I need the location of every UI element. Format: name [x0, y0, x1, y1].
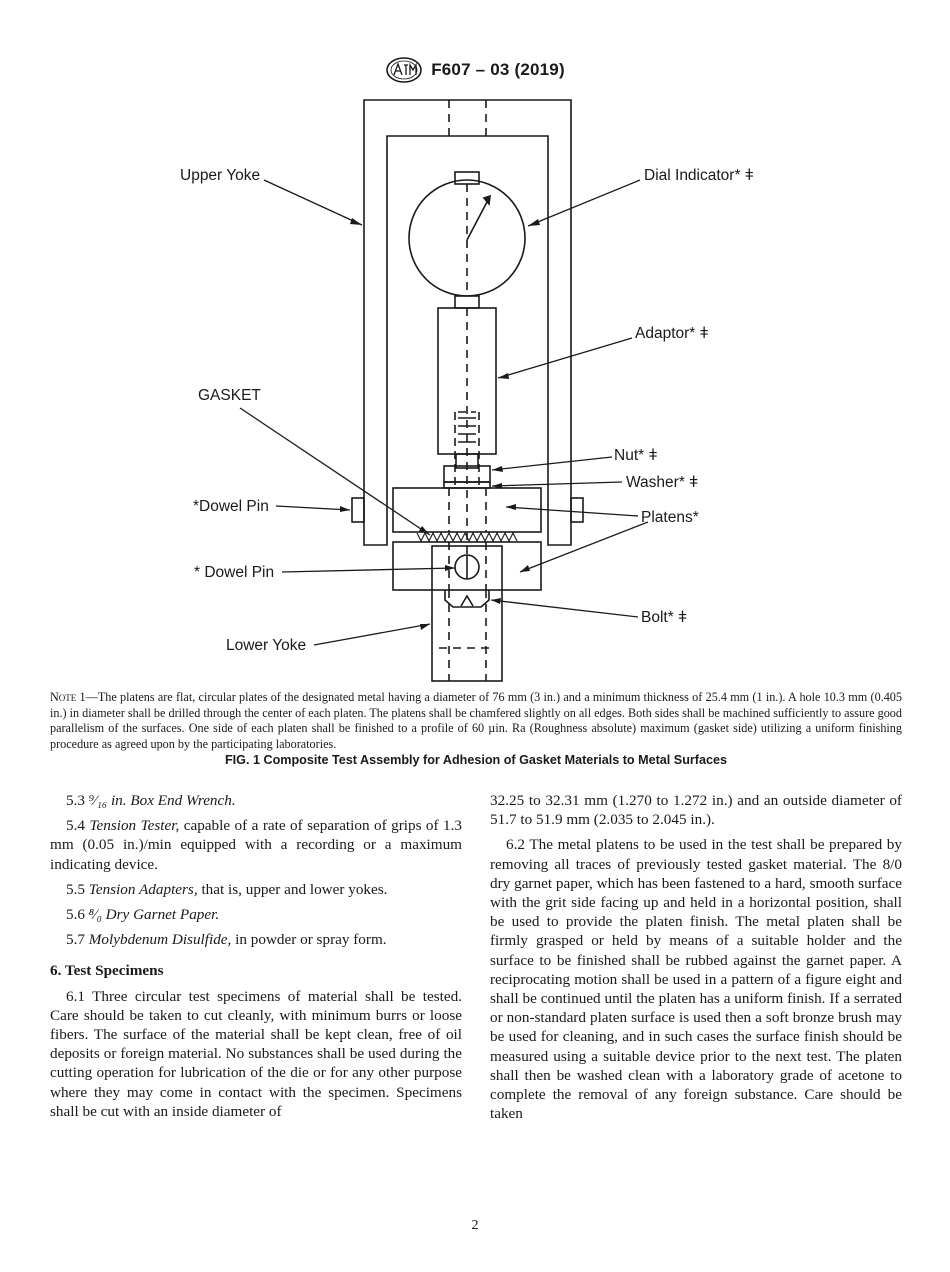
- left-column: 5.3 ⁹⁄₁₆ in. Box End Wrench. 5.4 Tension…: [50, 791, 462, 1127]
- section-title: ⁸⁄₀ Dry Garnet Paper.: [88, 906, 220, 924]
- section-title: Tension Tester,: [89, 817, 180, 835]
- label-washer: Washer* ǂ: [626, 474, 698, 491]
- section-title: Tension Adapters,: [88, 880, 198, 898]
- page-number: 2: [471, 1218, 479, 1233]
- section-5-3: 5.3 ⁹⁄₁₆ in. Box End Wrench.: [50, 791, 462, 810]
- section-6-1-continued: 32.25 to 32.31 mm (1.270 to 1.272 in.) a…: [490, 792, 902, 829]
- section-5-4: 5.4 Tension Tester, capable of a rate of…: [50, 816, 462, 874]
- section-number: 5.5: [66, 880, 85, 898]
- section-number: 5.4: [66, 817, 85, 835]
- label-dial-indicator: Dial Indicator* ǂ: [644, 167, 754, 184]
- label-lower-yoke: Lower Yoke: [226, 637, 306, 654]
- bolt-shape: [444, 590, 490, 608]
- section-6-1: 6.1 Three circular test specimens of mat…: [50, 987, 462, 1121]
- section-number: 5.3: [66, 792, 85, 809]
- section-text: that is, upper and lower yokes.: [201, 880, 388, 898]
- section-text: in powder or spray form.: [235, 931, 387, 949]
- standard-designation: F607 – 03 (2019): [431, 60, 565, 79]
- lower-platen-shape: [392, 541, 542, 591]
- figure-note: Note 1—The platens are flat, circular pl…: [50, 690, 902, 752]
- label-upper-yoke: Upper Yoke: [180, 167, 260, 184]
- test-assembly-diagram: Upper Yoke Dial Indicator* ǂ Adaptor* ǂ …: [180, 99, 754, 682]
- section-number: 5.6: [66, 906, 85, 924]
- lower-yoke-shape: [431, 545, 503, 682]
- label-platens: Platens*: [641, 509, 699, 526]
- section-text: The metal platens to be used in the test…: [490, 836, 902, 1123]
- label-gasket: GASKET: [198, 387, 261, 404]
- right-column: 32.25 to 32.31 mm (1.270 to 1.272 in.) a…: [490, 791, 902, 1129]
- section-6-heading: 6. Test Specimens: [50, 962, 164, 980]
- note-text: —The platens are flat, circular plates o…: [50, 690, 902, 751]
- section-number: 6.1: [66, 987, 85, 1005]
- label-dowel-pin-lower: * Dowel Pin: [194, 564, 274, 581]
- section-5-6: 5.6 ⁸⁄₀ Dry Garnet Paper.: [50, 905, 462, 924]
- figure-1: Upper Yoke Dial Indicator* ǂ Adaptor* ǂ …: [180, 99, 754, 682]
- astm-logo-icon: [386, 57, 422, 83]
- section-6-2: 6.2 The metal platens to be used in the …: [490, 835, 902, 1123]
- section-5-7: 5.7 Molybdenum Disulfide, in powder or s…: [50, 930, 462, 949]
- label-nut: Nut* ǂ: [614, 447, 658, 464]
- figure-caption: FIG. 1 Composite Test Assembly for Adhes…: [224, 753, 727, 767]
- label-bolt: Bolt* ǂ: [641, 609, 687, 626]
- upper-yoke-shape: [363, 99, 572, 546]
- note-label: Note 1: [50, 690, 86, 704]
- label-adaptor: Adaptor* ǂ: [635, 325, 709, 342]
- gasket-shape: [416, 531, 518, 543]
- section-text: capable of a rate of separation of grips…: [50, 817, 463, 873]
- section-title: ⁹⁄₁₆ in. Box End Wrench.: [88, 792, 236, 809]
- label-dowel-pin-upper: *Dowel Pin: [193, 498, 269, 515]
- section-5-5: 5.5 Tension Adapters, that is, upper and…: [50, 880, 462, 899]
- section-text: Three circular test specimens of materia…: [50, 987, 463, 1120]
- section-number: 6.2: [506, 836, 525, 854]
- document-header: F607 – 03 (2019): [0, 56, 950, 84]
- dial-indicator-shape: [408, 179, 526, 297]
- section-title: Molybdenum Disulfide,: [88, 931, 232, 949]
- section-number: 5.7: [66, 931, 85, 949]
